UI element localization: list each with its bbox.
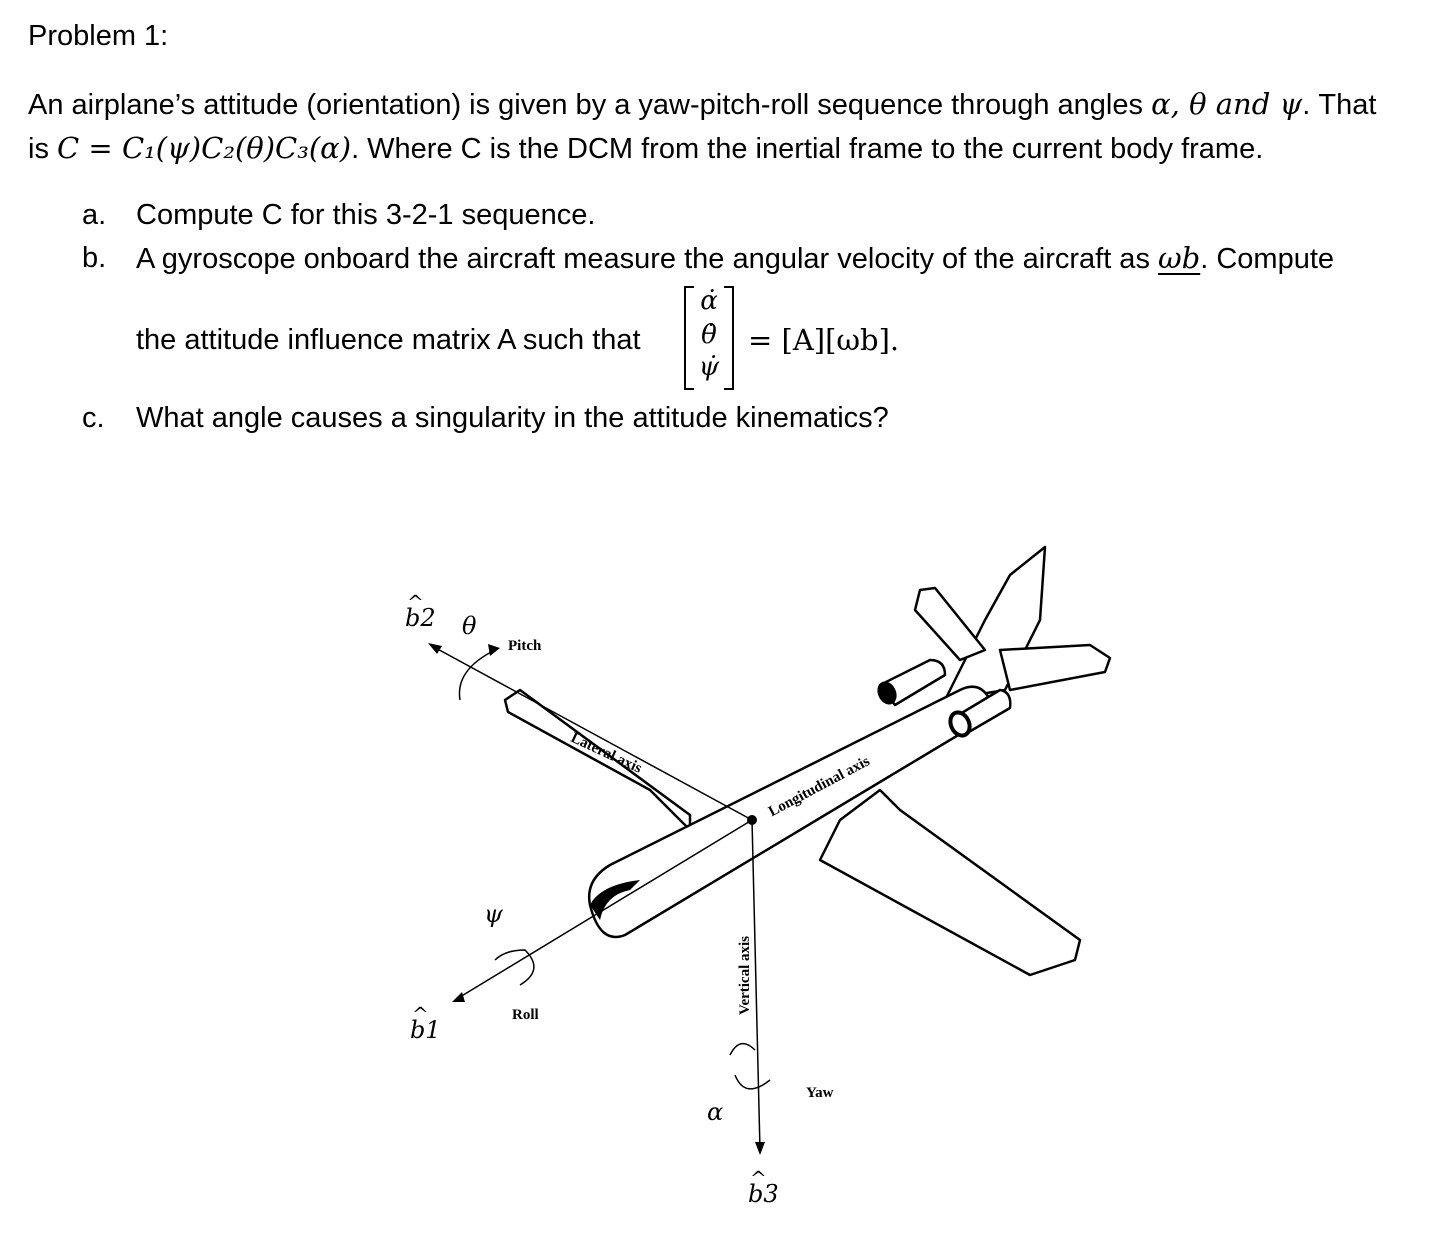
b2-label: b2 xyxy=(405,590,436,632)
h-stabilizer-right xyxy=(998,643,1112,692)
item-c-marker: c. xyxy=(82,402,105,434)
omega-b-symbol: ωb xyxy=(1158,241,1201,275)
theta-label: θ xyxy=(462,612,477,640)
longitudinal-axis-line xyxy=(454,819,753,1001)
item-a-marker: a. xyxy=(82,199,107,231)
item-c-text: What angle causes a singularity in the a… xyxy=(136,402,889,434)
item-b-text: A gyroscope onboard the aircraft measure… xyxy=(136,240,1334,277)
engine-upper-intake xyxy=(877,681,897,705)
roll-arrow xyxy=(494,949,535,986)
vertical-tail xyxy=(943,545,1047,702)
vertical-axis-label: Vertical axis xyxy=(737,935,753,1015)
intro-that: . That xyxy=(1302,89,1377,121)
right-bracket xyxy=(724,286,734,390)
item-a-text: Compute C for this 3-2-1 sequence. xyxy=(136,199,596,231)
yaw-label: Yaw xyxy=(806,1085,834,1101)
item-b-compute: . Compute xyxy=(1200,243,1335,275)
psi-dot: ψ̇ xyxy=(698,352,720,382)
lateral-axis-line xyxy=(431,645,753,821)
pitch-arrowhead xyxy=(488,644,500,656)
left-bracket xyxy=(684,286,694,390)
intro-angles: α, θ and ψ xyxy=(1151,87,1303,121)
left-wing xyxy=(503,688,692,832)
problem-heading: Problem 1: xyxy=(28,20,169,52)
b3-label: b3 xyxy=(748,1166,779,1208)
pitch-arrow xyxy=(458,649,496,701)
h-stabilizer-left xyxy=(913,586,987,662)
alpha-label: α xyxy=(707,1098,724,1126)
intro-line-2: is C = C₁(ψ)C₂(θ)C₃(α). Where C is the D… xyxy=(28,130,1263,167)
psi-label: ψ xyxy=(484,900,503,928)
b1-label: b1 xyxy=(410,1002,441,1044)
b3-arrowhead xyxy=(755,1142,765,1155)
intro-is: is xyxy=(28,133,49,165)
vertical-axis-line xyxy=(751,819,761,1151)
right-wing xyxy=(818,788,1082,977)
theta-dot: θ̇ xyxy=(701,320,717,350)
dcm-equation: C = C₁(ψ)C₂(θ)C₃(α) xyxy=(57,131,352,165)
item-b-marker: b. xyxy=(82,242,107,274)
item-b-body: A gyroscope onboard the aircraft measure… xyxy=(136,243,1150,275)
yaw-arrow xyxy=(729,1042,771,1090)
roll-label: Roll xyxy=(512,1007,539,1023)
item-b-line2: the attitude influence matrix A such tha… xyxy=(136,324,641,356)
pitch-label: Pitch xyxy=(508,638,542,654)
intro-text: An airplane’s attitude (orientation) is … xyxy=(28,89,1143,121)
alpha-dot: α̇ xyxy=(700,286,718,316)
b1-arrowhead xyxy=(452,992,465,1002)
matrix-rhs: = [A][ωb]. xyxy=(748,323,900,357)
intro-where: . Where C is the DCM from the inertial f… xyxy=(351,133,1264,165)
b2-arrowhead xyxy=(428,643,442,654)
engine-lower-intake xyxy=(948,710,972,738)
rate-vector: α̇ θ̇ ψ̇ xyxy=(684,286,734,390)
intro-line-1: An airplane’s attitude (orientation) is … xyxy=(28,86,1376,123)
